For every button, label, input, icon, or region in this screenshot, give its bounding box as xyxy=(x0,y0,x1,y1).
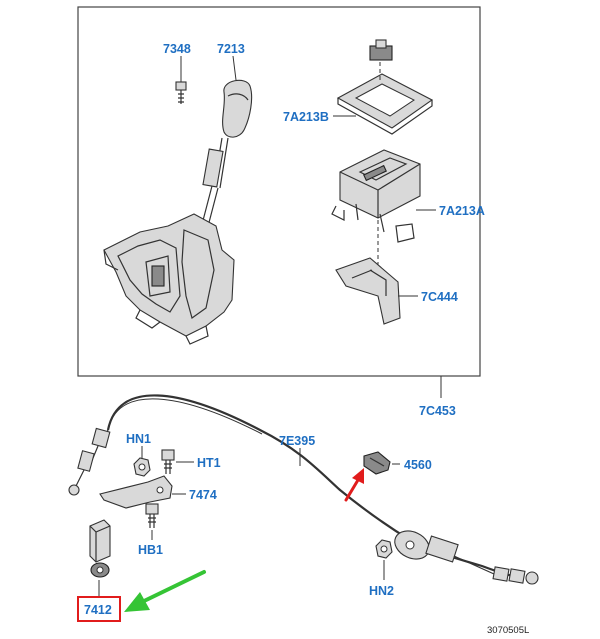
bolt-HT1 xyxy=(161,449,175,474)
label-7A213B: 7A213B xyxy=(283,110,329,124)
red-arrow xyxy=(344,468,364,502)
label-HT1: HT1 xyxy=(197,456,221,470)
label-7E395: 7E395 xyxy=(279,434,315,448)
label-7C453: 7C453 xyxy=(419,404,456,418)
shift-cable-7E395 xyxy=(68,394,539,585)
bolt-HB1 xyxy=(145,503,159,528)
label-7348: 7348 xyxy=(163,42,191,56)
bracket-7474 xyxy=(99,475,173,509)
cover-7C444 xyxy=(335,257,401,325)
label-HN2: HN2 xyxy=(369,584,394,598)
label-7213: 7213 xyxy=(217,42,245,56)
label-7412: 7412 xyxy=(84,603,112,617)
label-4560: 4560 xyxy=(404,458,432,472)
nut-HN1 xyxy=(133,457,151,477)
bezel-7A213B xyxy=(336,39,434,135)
shifter-assembly xyxy=(103,79,253,345)
label-HB1: HB1 xyxy=(138,543,163,557)
highlight-box xyxy=(77,596,121,622)
label-7C444: 7C444 xyxy=(421,290,458,304)
label-7474: 7474 xyxy=(189,488,217,502)
label-HN1: HN1 xyxy=(126,432,151,446)
clip-4560 xyxy=(363,451,391,475)
nut-HN2 xyxy=(375,539,393,559)
indicator-7A213A xyxy=(331,149,421,268)
bolt-7348 xyxy=(175,81,187,104)
bracket-7412 xyxy=(89,519,111,578)
drawing-reference: 3070505L xyxy=(487,625,529,636)
label-7A213A: 7A213A xyxy=(439,204,485,218)
assembly-frame xyxy=(77,6,481,377)
green-arrow xyxy=(124,570,206,612)
